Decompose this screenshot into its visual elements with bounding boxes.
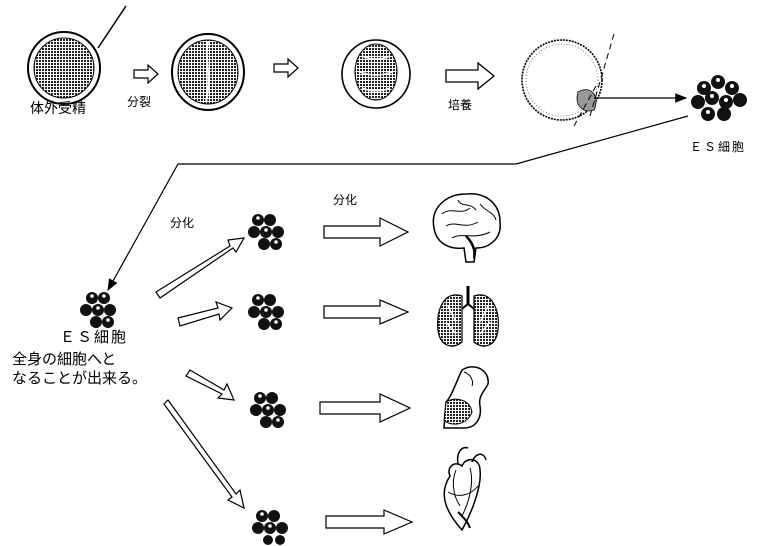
diff-arrow-2 [178, 302, 232, 326]
es-cell-cluster-1 [248, 214, 284, 250]
diff-arrow-1 [156, 238, 244, 298]
es-cell-cluster-3 [250, 392, 286, 428]
es-cell-cluster-2 [248, 294, 284, 330]
organ-arrow-3 [320, 394, 410, 422]
morula-icon [342, 40, 410, 108]
es-description-line2: なることが出来る。 [12, 369, 147, 387]
es-return-arrow [108, 116, 688, 290]
diff-arrow-3 [186, 370, 234, 400]
organ-arrow-4 [326, 510, 412, 534]
heart-icon [444, 448, 486, 530]
es-cell-label-center: ＥＳ細胞 [60, 328, 128, 346]
fertilized-egg-icon [28, 6, 126, 104]
es-cell-label-top: ＥＳ細胞 [690, 138, 746, 155]
organ-arrow-2 [324, 300, 408, 324]
small-hollow-arrow-1 [134, 65, 158, 83]
organ-arrow-1 [324, 218, 408, 246]
fertilization-label: 体外受精 [30, 98, 86, 118]
es-cell-cluster-4 [252, 510, 288, 545]
blastocyst-icon [522, 34, 614, 126]
large-hollow-arrow-culture [446, 63, 494, 89]
differentiation-label-left: 分化 [170, 214, 194, 231]
differentiation-label-top: 分化 [333, 191, 357, 208]
lung-icon [438, 286, 499, 346]
es-cell-cluster-center [80, 292, 116, 328]
es-cell-cluster-top [691, 75, 747, 121]
division-label: 分裂 [127, 93, 151, 110]
culture-label: 培養 [448, 96, 472, 113]
diff-arrow-4 [164, 400, 244, 508]
small-hollow-arrow-2 [274, 59, 298, 77]
es-description-line1: 全身の細胞へと [12, 350, 116, 368]
two-cell-embryo-icon [172, 34, 244, 110]
brain-icon [433, 194, 500, 262]
muscle-arm-icon [444, 367, 488, 428]
